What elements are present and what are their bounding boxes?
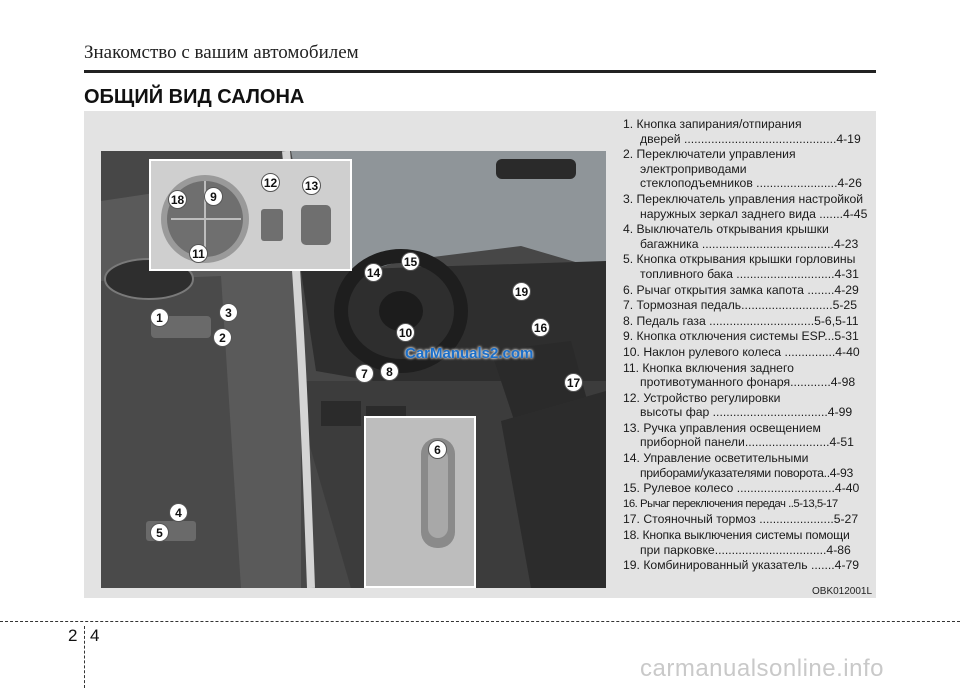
legend-item: 18. Кнопка выключения системы помощи при… xyxy=(623,528,873,557)
figure-code: OBK012001L xyxy=(812,586,873,597)
legend-item: 11. Кнопка включения заднего противотума… xyxy=(623,361,873,390)
page-number: 4 xyxy=(90,626,100,645)
callout-19: 19 xyxy=(512,282,531,301)
legend-line: 7. Тормозная педаль.....................… xyxy=(623,298,857,313)
legend-item: 9. Кнопка отключения системы ESP...5-31 xyxy=(623,329,873,344)
section-title: ОБЩИЙ ВИД САЛОНА xyxy=(84,86,305,108)
legend-line: приборной панели........................… xyxy=(640,435,854,450)
callout-13: 13 xyxy=(302,176,321,195)
page-number-chapter: 2 xyxy=(68,626,78,645)
legend-line: стеклоподъемников ......................… xyxy=(640,176,862,191)
legend-line: приборами/указателями поворота..4-93 xyxy=(640,465,853,480)
legend-line: 10. Наклон рулевого колеса .............… xyxy=(623,344,860,359)
legend-item: 5. Кнопка открывания крышки горловины то… xyxy=(623,252,873,281)
legend-item: 15. Рулевое колесо .....................… xyxy=(623,481,873,496)
legend-item: 4. Выключатель открывания крышки багажни… xyxy=(623,222,873,251)
legend-line: 12. Устройство регулировки xyxy=(623,390,781,405)
callout-16: 16 xyxy=(531,318,550,337)
legend-line: 13. Ручка управления освещением xyxy=(623,420,821,435)
legend-line: 3. Переключатель управления настройкой xyxy=(623,191,864,206)
legend-line: багажника ..............................… xyxy=(640,236,859,251)
legend-item: 12. Устройство регулировки высоты фар ..… xyxy=(623,391,873,420)
callout-4: 4 xyxy=(169,503,188,522)
legend-line: 17. Стояночный тормоз ..................… xyxy=(623,512,859,527)
callout-17: 17 xyxy=(564,373,583,392)
legend-item: 1. Кнопка запирания/отпирания дверей ...… xyxy=(623,117,873,146)
hood-release-inset xyxy=(364,416,476,588)
legend-item: 6. Рычаг открытия замка капота ........4… xyxy=(623,283,873,298)
figure-watermark: CarManuals2.com xyxy=(405,345,534,362)
legend-line: 4. Выключатель открывания крышки xyxy=(623,222,829,237)
legend-line: дверей .................................… xyxy=(640,131,861,146)
legend-item: 2. Переключатели управления электроприво… xyxy=(623,147,873,191)
legend-line: 11. Кнопка включения заднего xyxy=(623,360,794,375)
footer-rule xyxy=(0,621,960,622)
legend-line: электроприводами xyxy=(640,161,747,176)
legend-line: высоты фар .............................… xyxy=(640,405,853,420)
legend-line: 18. Кнопка выключения системы помощи xyxy=(623,528,850,543)
legend-line: 2. Переключатели управления xyxy=(623,147,796,162)
legend-line: противотуманного фонаря............4-98 xyxy=(640,375,856,390)
legend-item: 16. Рычаг переключения передач ..5-13,5-… xyxy=(623,497,873,512)
callout-1: 1 xyxy=(150,308,169,327)
legend-line: 6. Рычаг открытия замка капота ........4… xyxy=(623,282,859,297)
legend-line: наружных зеркал заднего вида .......4-45 xyxy=(640,206,868,221)
callout-11: 11 xyxy=(189,244,208,263)
callout-18: 18 xyxy=(168,190,187,209)
callout-14: 14 xyxy=(364,263,383,282)
interior-photo: 1 2 3 4 5 6 7 8 9 10 11 12 13 14 15 16 1… xyxy=(101,151,606,588)
callout-8: 8 xyxy=(380,362,399,381)
legend-item: 14. Управление осветительными приборами/… xyxy=(623,451,873,480)
legend-line: 1. Кнопка запирания/отпирания xyxy=(623,117,802,131)
legend-line: 8. Педаль газа .........................… xyxy=(623,313,859,328)
legend-item: 7. Тормозная педаль.....................… xyxy=(623,298,873,313)
legend-item: 19. Комбинированный указатель .......4-7… xyxy=(623,558,873,573)
legend-line: 15. Рулевое колесо .....................… xyxy=(623,481,860,496)
legend-item: 13. Ручка управления освещением приборно… xyxy=(623,421,873,450)
switch-panel-inset xyxy=(149,159,352,271)
callout-7: 7 xyxy=(355,364,374,383)
callout-12: 12 xyxy=(261,173,280,192)
legend-line: 9. Кнопка отключения системы ESP...5-31 xyxy=(623,329,859,344)
legend-item: 8. Педаль газа .........................… xyxy=(623,314,873,329)
hood-release-illustration xyxy=(366,418,474,586)
chapter-title: Знакомство с вашим автомобилем xyxy=(84,42,359,63)
legend-item: 17. Стояночный тормоз ..................… xyxy=(623,512,873,527)
header-rule xyxy=(84,70,876,73)
legend-list: 1. Кнопка запирания/отпирания дверей ...… xyxy=(623,117,873,574)
legend-item: 3. Переключатель управления настройкой н… xyxy=(623,192,873,221)
callout-9: 9 xyxy=(204,187,223,206)
footer-watermark: carmanualsonline.info xyxy=(640,655,884,682)
footer-separator xyxy=(84,626,91,688)
callout-5: 5 xyxy=(150,523,169,542)
callout-2: 2 xyxy=(213,328,232,347)
legend-line: 14. Управление осветительными xyxy=(623,451,809,466)
legend-line: 16. Рычаг переключения передач ..5-13,5-… xyxy=(623,497,838,510)
callout-6: 6 xyxy=(428,440,447,459)
legend-item: 10. Наклон рулевого колеса .............… xyxy=(623,345,873,360)
legend-line: топливного бака ........................… xyxy=(640,266,859,281)
legend-line: 5. Кнопка открывания крышки горловины xyxy=(623,252,856,267)
callout-15: 15 xyxy=(401,252,420,271)
callout-3: 3 xyxy=(219,303,238,322)
legend-line: 19. Комбинированный указатель .......4-7… xyxy=(623,558,860,573)
switch-panel-illustration xyxy=(151,161,350,269)
legend-line: при парковке............................… xyxy=(640,542,851,557)
callout-10: 10 xyxy=(396,323,415,342)
